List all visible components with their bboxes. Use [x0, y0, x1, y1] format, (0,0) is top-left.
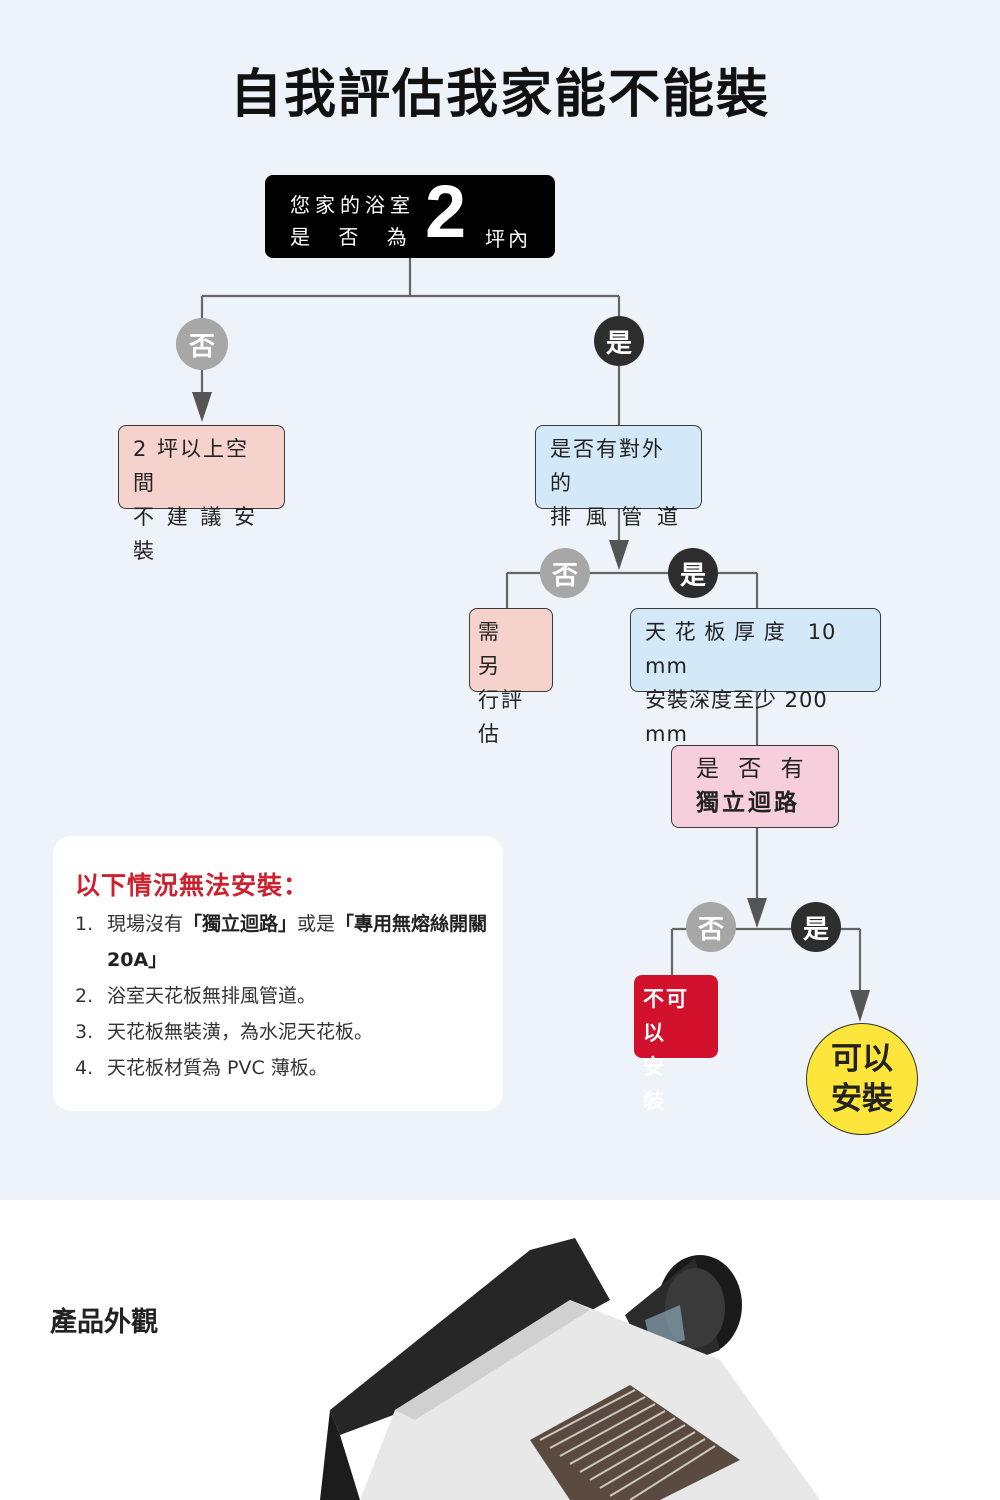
product-image	[300, 1230, 860, 1500]
start-line-1: 您家的浴室	[290, 189, 415, 218]
page-title: 自我評估我家能不能裝	[0, 52, 1000, 127]
item-number: 1.	[75, 906, 107, 978]
further-assessment-node: 需 另 行評估	[469, 608, 553, 692]
item-text: 天花板材質為 PVC 薄板。	[107, 1050, 493, 1086]
can-line-1: 可以	[831, 1039, 893, 1079]
size-unit: 坪內	[485, 223, 531, 252]
no-badge-exhaust: 否	[540, 548, 590, 598]
exhaust-duct-node: 是否有對外的 排 風 管 道	[535, 425, 702, 509]
ceiling-line-2: 安裝深度至少 200 mm	[645, 683, 866, 751]
restriction-item: 3. 天花板無裝潢，為水泥天花板。	[75, 1014, 493, 1050]
item-number: 2.	[75, 978, 107, 1014]
ceiling-line-1: 天 花 板 厚 度 10 mm	[645, 615, 866, 683]
item-text-mid: 或是	[297, 913, 335, 935]
assess-line-2: 行評估	[478, 683, 544, 751]
over-size-node: 2 坪以上空間 不 建 議 安 裝	[118, 425, 285, 509]
item-emphasis-circuit: 「獨立迴路」	[183, 913, 297, 935]
exhaust-line-2: 排 風 管 道	[550, 500, 687, 534]
exhaust-line-1: 是否有對外的	[550, 432, 687, 500]
circuit-line-1: 是 否 有	[696, 752, 814, 786]
no-badge-circuit: 否	[686, 902, 736, 952]
start-question-box: 您家的浴室 是 否 為 2 坪內	[265, 175, 555, 258]
cannot-line-2: 安 裝	[643, 1050, 709, 1118]
yes-badge-exhaust: 是	[668, 548, 718, 598]
restriction-item: 2. 浴室天花板無排風管道。	[75, 978, 493, 1014]
size-number: 2	[425, 169, 466, 254]
item-number: 3.	[75, 1014, 107, 1050]
over-size-line-1: 2 坪以上空間	[133, 432, 270, 500]
product-section-title: 產品外觀	[50, 1300, 158, 1339]
yes-badge-circuit: 是	[791, 902, 841, 952]
restriction-item: 4. 天花板材質為 PVC 薄板。	[75, 1050, 493, 1086]
cannot-install-node: 不可以 安 裝	[634, 975, 718, 1058]
over-size-line-2: 不 建 議 安 裝	[133, 500, 270, 568]
restrictions-heading: 以下情況無法安裝：	[75, 866, 309, 902]
yes-badge-size: 是	[594, 316, 644, 366]
can-install-node: 可以 安裝	[806, 1023, 918, 1135]
item-text-pre: 現場沒有	[107, 913, 183, 935]
item-text: 現場沒有「獨立迴路」或是「專用無熔絲開關20A」	[107, 906, 493, 978]
restrictions-card: 以下情況無法安裝： 1. 現場沒有「獨立迴路」或是「專用無熔絲開關20A」 2.…	[53, 836, 503, 1111]
assess-line-1: 需 另	[478, 615, 544, 683]
dedicated-circuit-node: 是 否 有 獨立迴路	[671, 745, 839, 828]
can-line-2: 安裝	[831, 1079, 893, 1119]
restrictions-list: 1. 現場沒有「獨立迴路」或是「專用無熔絲開關20A」 2. 浴室天花板無排風管…	[75, 906, 493, 1086]
no-badge-size: 否	[176, 318, 228, 370]
item-text: 天花板無裝潢，為水泥天花板。	[107, 1014, 493, 1050]
item-text: 浴室天花板無排風管道。	[107, 978, 493, 1014]
start-line-2: 是 否 為	[290, 221, 407, 250]
restriction-item: 1. 現場沒有「獨立迴路」或是「專用無熔絲開關20A」	[75, 906, 493, 978]
cannot-line-1: 不可以	[643, 982, 709, 1050]
circuit-line-2: 獨立迴路	[696, 786, 814, 820]
item-number: 4.	[75, 1050, 107, 1086]
ceiling-spec-node: 天 花 板 厚 度 10 mm 安裝深度至少 200 mm	[630, 608, 881, 692]
